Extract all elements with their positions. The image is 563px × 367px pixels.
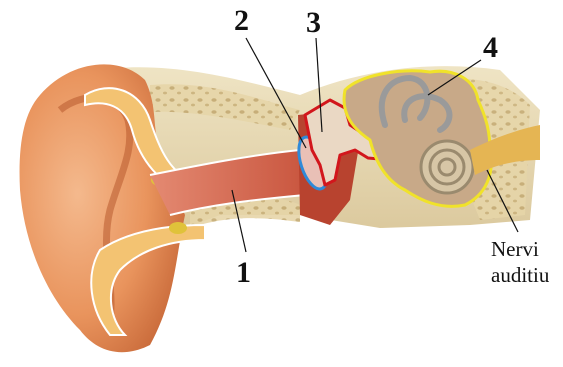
label-1: 1 [236,258,251,288]
label-3: 3 [306,8,321,38]
nerve-label: Nervi auditiu [491,236,549,289]
gland-lower [169,222,187,234]
label-4: 4 [483,33,498,63]
label-2: 2 [234,6,249,36]
nerve-label-line2: auditiu [491,262,549,288]
nerve-label-line1: Nervi [491,236,549,262]
